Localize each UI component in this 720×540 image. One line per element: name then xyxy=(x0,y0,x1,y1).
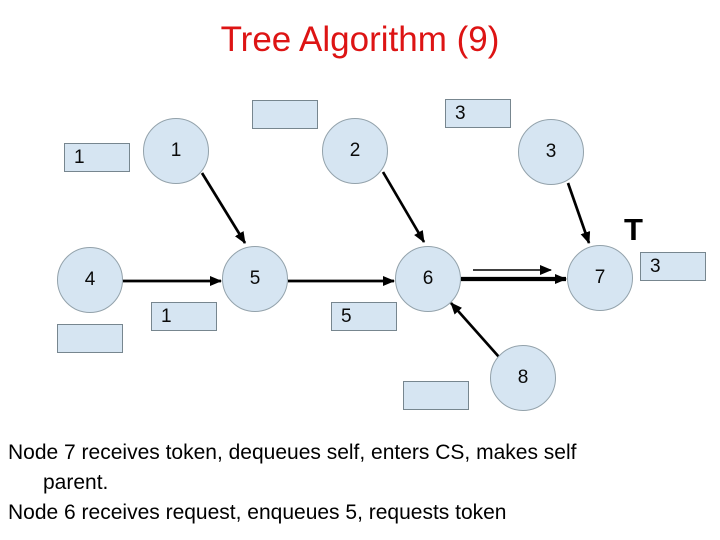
caption-line-2: parent. xyxy=(43,471,109,494)
queue-box-label: 5 xyxy=(341,305,352,327)
slide-title: Tree Algorithm (9) xyxy=(220,20,500,59)
caption-line-1: Node 7 receives token, dequeues self, en… xyxy=(8,441,577,464)
process-node-8: 8 xyxy=(490,345,556,411)
queue-box-label: 1 xyxy=(74,146,85,168)
queue-box-node7: 3 xyxy=(640,252,706,281)
queue-box-label: 3 xyxy=(455,102,466,124)
node-label: 3 xyxy=(545,141,557,162)
queue-box-node4 xyxy=(57,324,123,353)
queue-box-top xyxy=(252,100,318,129)
arrow-2-to-6 xyxy=(381,171,426,243)
node-label: 8 xyxy=(517,367,529,388)
arrow-1-to-5 xyxy=(200,172,247,244)
node-label: 6 xyxy=(422,268,434,289)
token-indicator: T xyxy=(624,212,643,247)
queue-box-label: 1 xyxy=(161,305,172,327)
queue-box-node1: 1 xyxy=(64,143,130,172)
caption: Node 7 receives token, dequeues self, en… xyxy=(8,438,708,528)
process-node-5: 5 xyxy=(222,246,288,312)
process-node-1: 1 xyxy=(143,118,209,184)
process-node-4: 4 xyxy=(57,247,123,313)
node-label: 2 xyxy=(349,140,361,161)
node-label: 5 xyxy=(249,268,261,289)
node-label: 1 xyxy=(170,140,182,161)
queue-box-node6: 5 xyxy=(331,302,397,331)
queue-box-node2: 3 xyxy=(445,99,511,128)
arrow-3-to-7 xyxy=(566,182,591,244)
queue-box-node8 xyxy=(403,381,469,410)
queue-box-label: 3 xyxy=(650,255,661,277)
node-label: 7 xyxy=(594,267,606,288)
arrow-8-to-6 xyxy=(449,302,501,358)
process-node-7: 7 xyxy=(567,245,633,311)
process-node-2: 2 xyxy=(322,118,388,184)
process-node-6: 6 xyxy=(395,246,461,312)
node-label: 4 xyxy=(84,269,96,290)
caption-line-3: Node 6 receives request, enqueues 5, req… xyxy=(8,501,507,524)
process-node-3: 3 xyxy=(518,119,584,185)
queue-box-node5: 1 xyxy=(151,302,217,331)
